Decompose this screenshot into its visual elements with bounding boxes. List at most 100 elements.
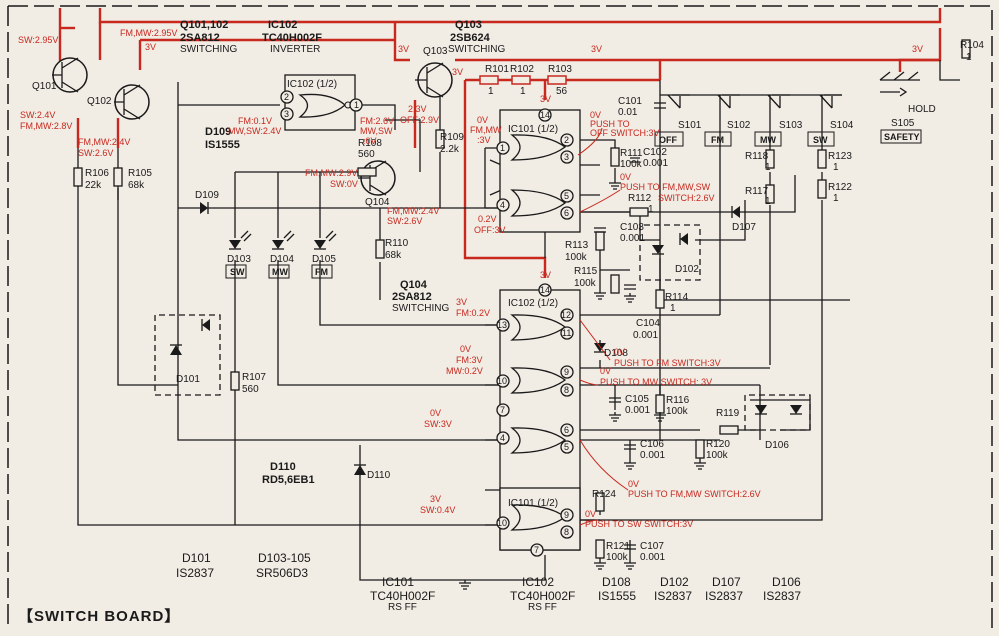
c106-value: 0.001 <box>640 450 665 461</box>
pin-label: 6 <box>564 425 569 435</box>
r101-label: R101 <box>485 64 509 75</box>
r104-value: 1 <box>966 52 972 63</box>
c102-label: C102 <box>643 147 667 158</box>
r121-label: R121 <box>606 541 630 552</box>
pin-label: 2 <box>564 135 569 145</box>
r118-value: 1 <box>765 162 771 173</box>
q101-102-header: Q101,102 <box>180 19 228 31</box>
voltage-label: 2.3V <box>408 104 427 114</box>
legend-ic101: IC101 <box>382 575 414 589</box>
r115-value: 100k <box>574 278 597 289</box>
pin-label: 9 <box>564 510 569 520</box>
voltage-label: FM:3V <box>456 355 483 365</box>
voltage-label: MW,SW:2.4V <box>228 126 281 136</box>
voltage-label: 0V <box>585 509 596 519</box>
pin-label: 6 <box>564 208 569 218</box>
r113-value: 100k <box>565 252 588 263</box>
pin-label: 3 <box>284 109 289 119</box>
r103-value: 56 <box>556 86 568 97</box>
q103-role: SWITCHING <box>448 44 505 55</box>
voltage-label: PUSH TO MW SWITCH: 3V <box>600 377 712 387</box>
r111-label: R111 <box>620 148 643 159</box>
legend-d107-type: IS2837 <box>705 589 743 603</box>
q103-type: 2SB624 <box>450 32 491 44</box>
voltage-label: SW:3V <box>424 419 452 429</box>
r114-value: 1 <box>670 303 676 314</box>
q103-header: Q103 <box>455 19 482 31</box>
voltage-label: 0V <box>620 172 631 182</box>
pin-label: 13 <box>497 320 507 330</box>
d107-label: D107 <box>732 222 756 233</box>
voltage-label: 3V <box>456 297 467 307</box>
voltage-label: SWITCH:2.6V <box>658 193 715 203</box>
r102-label: R102 <box>510 64 534 75</box>
ic102-header-name: IC102 <box>268 19 297 31</box>
voltage-label: 3V <box>540 270 551 280</box>
pin-label: 5 <box>564 191 569 201</box>
r113-label: R113 <box>565 240 589 251</box>
voltage-label: SW:2.4V <box>20 110 55 120</box>
legend-d106: D106 <box>772 575 801 589</box>
s105-label: S105 <box>891 118 915 129</box>
voltage-label: FM,MW:2.8V <box>20 121 72 131</box>
pin-label: 8 <box>564 527 569 537</box>
pin-label: 2 <box>284 92 289 102</box>
r118-label: R118 <box>745 151 769 162</box>
r123-label: R123 <box>828 151 852 162</box>
legend-ic101-role: RS FF <box>388 602 417 613</box>
r105-label: R105 <box>128 168 152 179</box>
c103-label: C103 <box>620 222 644 233</box>
voltage-arrows <box>577 127 629 526</box>
pin-label: 1 <box>500 143 505 153</box>
d102-label: D102 <box>675 264 699 275</box>
voltage-label: FM,MW:2.4V <box>78 137 130 147</box>
q104-role: SWITCHING <box>392 303 449 314</box>
r111-value: 100k <box>620 159 643 170</box>
pin-label: 7 <box>534 545 539 555</box>
c105-value: 0.001 <box>625 405 650 416</box>
s104-box-label: SW <box>813 135 828 145</box>
c103-value: 0.001 <box>620 233 645 244</box>
legend-d103-105: D103-105 <box>258 551 311 565</box>
hold-label: HOLD <box>908 104 936 115</box>
r112-label: R112 <box>628 193 652 204</box>
r107-label: R107 <box>242 372 266 383</box>
pin-markers <box>280 90 574 557</box>
r114-label: R114 <box>665 292 689 303</box>
voltage-label: SW:2.95V <box>18 35 58 45</box>
q104-label: Q104 <box>365 197 390 208</box>
frame <box>7 5 993 630</box>
legend-d102: D102 <box>660 575 689 589</box>
r110-label: R110 <box>385 238 409 249</box>
voltage-label: 0V <box>590 110 601 120</box>
c107-label: C107 <box>640 541 664 552</box>
s103-label: S103 <box>779 120 803 131</box>
nor-gates <box>298 93 567 531</box>
voltage-label: SW:2.6V <box>387 216 422 226</box>
d104-box-label: MW <box>272 267 288 277</box>
q104-header: Q104 <box>400 279 428 291</box>
voltage-label: 3V <box>912 44 923 54</box>
voltage-label: PUSH TO FM,MW,SW <box>620 182 711 192</box>
r108-value: 560 <box>358 149 375 160</box>
r103-label: R103 <box>548 64 572 75</box>
legend-d103-105-type: SR506D3 <box>256 566 308 580</box>
r101-value: 1 <box>488 86 494 97</box>
legend-d101-type: IS2837 <box>176 566 214 580</box>
r106-value: 22k <box>85 180 102 191</box>
voltage-label: MW:0.2V <box>446 366 483 376</box>
voltage-label: OFF:3V <box>474 225 506 235</box>
ic102-half-top-label: IC102 (1/2) <box>287 79 337 90</box>
r120-value: 100k <box>706 450 729 461</box>
r120-label: R120 <box>706 439 730 450</box>
voltage-label: OFF SWITCH:3V <box>590 128 660 138</box>
voltage-label: 0V <box>460 344 471 354</box>
r105-value: 68k <box>128 180 145 191</box>
transistor-q102 <box>114 84 150 120</box>
legend-d107: D107 <box>712 575 741 589</box>
pin-label: 1 <box>354 100 359 110</box>
d109-label: D109 <box>195 190 219 201</box>
r122-label: R122 <box>828 182 852 193</box>
pin-label: 10 <box>497 376 507 386</box>
